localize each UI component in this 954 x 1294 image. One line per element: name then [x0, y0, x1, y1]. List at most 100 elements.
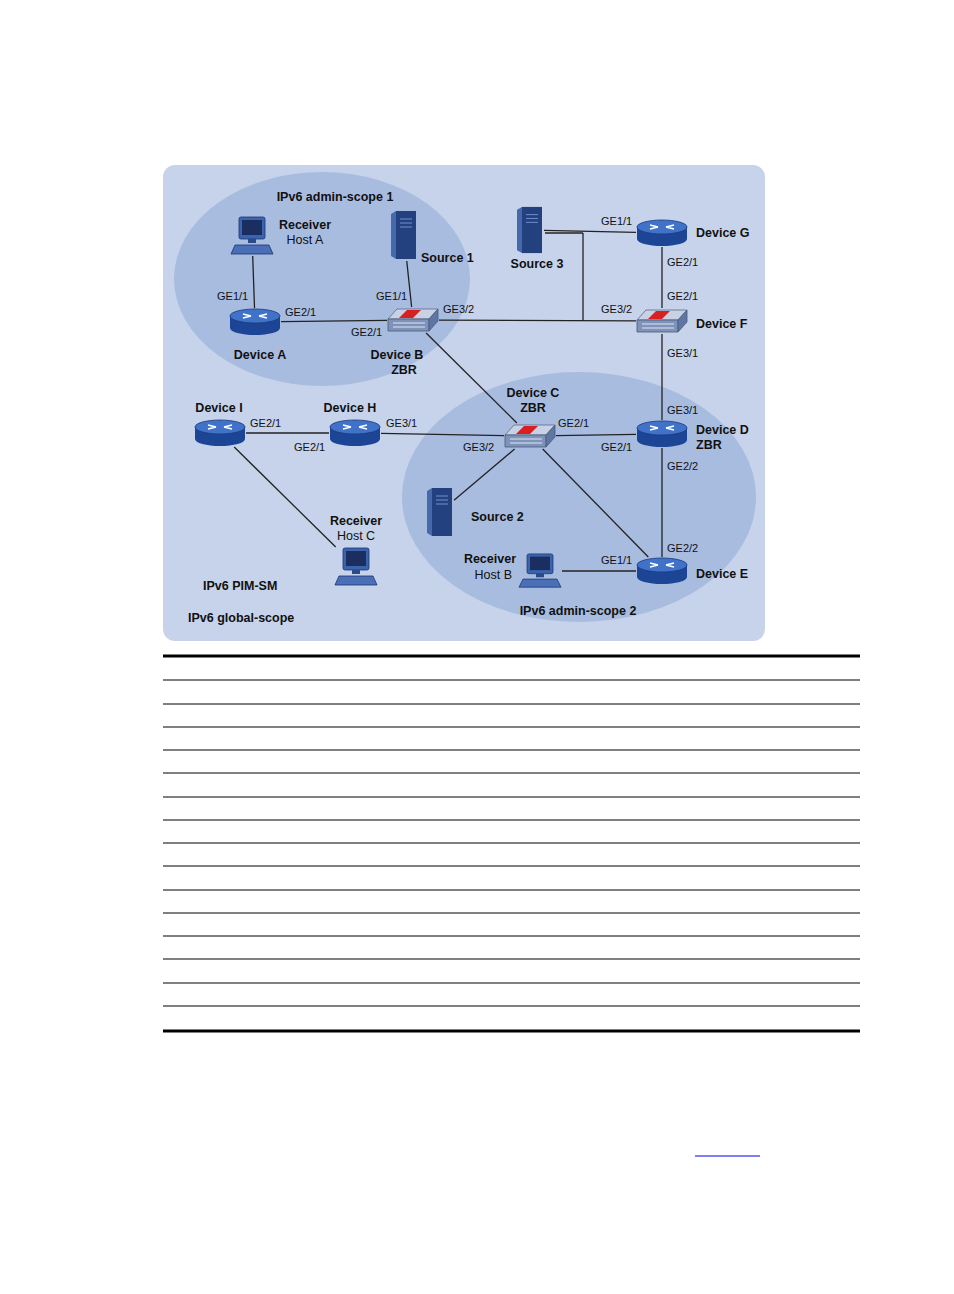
interface-label: GE1/1 — [601, 215, 632, 228]
interface-label: GE2/1 — [250, 417, 281, 430]
node-label: Host C — [337, 529, 375, 543]
router-icon — [329, 419, 381, 447]
lan-wire — [545, 232, 583, 233]
interface-label: GE1/1 — [376, 290, 407, 303]
host-node: ReceiverHost A — [230, 216, 274, 256]
interface-label: GE2/1 — [667, 290, 698, 303]
ellipse-icon — [402, 372, 756, 622]
node-label: Source 3 — [511, 257, 564, 271]
router-node: Device A — [229, 308, 281, 336]
network-link — [454, 449, 515, 500]
router-node: Device I — [194, 419, 246, 447]
ellipse-icon — [174, 172, 470, 386]
interface-label: GE2/1 — [601, 441, 632, 454]
interface-label: GE3/2 — [463, 441, 494, 454]
router-icon — [636, 420, 688, 448]
interface-label: GE2/1 — [351, 326, 382, 339]
node-label: Device E — [696, 567, 748, 581]
node-label: Device H — [324, 401, 377, 415]
network-link — [662, 448, 663, 557]
interface-label: GE2/1 — [667, 256, 698, 269]
router-node: Device G — [636, 219, 688, 247]
node-label: Host B — [474, 568, 512, 582]
scope-ellipse: IPv6 admin-scope 1ReceiverHost ASource 1… — [174, 172, 470, 386]
host-icon — [230, 216, 274, 256]
node-label: Device G — [696, 226, 750, 240]
interface-label: GE2/1 — [558, 417, 589, 430]
lan-stub — [582, 233, 583, 321]
server-icon — [516, 205, 544, 255]
node-label: Receiver — [330, 514, 382, 528]
switch-node: Device F — [636, 308, 688, 334]
network-link — [281, 320, 387, 321]
node-label: Device D — [696, 423, 749, 437]
network-link — [407, 261, 412, 307]
node-label: Receiver — [279, 218, 331, 232]
interface-label: GE2/1 — [294, 441, 325, 454]
router-node: Device H — [329, 419, 381, 447]
node-label: Device B — [371, 348, 424, 362]
server-node: Source 1 — [390, 209, 418, 261]
network-link — [544, 230, 636, 232]
scope-panel: IPv6 PIM-SM IPv6 global-scope IPv6 admin-s… — [163, 165, 765, 641]
network-link — [253, 256, 255, 308]
scope-label: IPv6 admin-scope 2 — [520, 604, 637, 618]
router-icon — [636, 557, 688, 585]
interface-label: GE3/1 — [667, 404, 698, 417]
server-node: Source 3 — [516, 205, 544, 255]
empty-table — [163, 656, 860, 1031]
interface-label: GE3/1 — [667, 347, 698, 360]
interface-label: GE2/1 — [285, 306, 316, 319]
node-label: Device I — [195, 401, 242, 415]
switch-icon — [636, 308, 688, 334]
interface-label: GE2/2 — [667, 542, 698, 555]
switch-node: Device CZBR — [504, 423, 556, 449]
scope-label: IPv6 global-scope — [188, 611, 294, 625]
network-link — [556, 434, 636, 435]
server-node: Source 2 — [426, 486, 454, 538]
node-label: Device C — [507, 386, 560, 400]
node-label: Source 1 — [421, 251, 474, 265]
router-icon — [636, 219, 688, 247]
network-link — [381, 433, 504, 435]
network-link — [246, 433, 329, 434]
interface-label: GE3/2 — [601, 303, 632, 316]
switch-icon — [504, 423, 556, 449]
node-label: ZBR — [520, 401, 546, 415]
server-icon — [390, 209, 418, 261]
interface-label: GE3/1 — [386, 417, 417, 430]
router-icon — [229, 308, 281, 336]
node-label: Device F — [696, 317, 747, 331]
switch-node: Device BZBR — [387, 307, 439, 333]
host-icon — [334, 547, 378, 587]
router-node: Device E — [636, 557, 688, 585]
host-node: ReceiverHost C — [334, 547, 378, 587]
server-icon — [426, 486, 454, 538]
node-label: ZBR — [391, 363, 417, 377]
interface-label: GE3/2 — [443, 303, 474, 316]
scope-label: IPv6 PIM-SM — [203, 579, 277, 593]
host-icon — [518, 553, 562, 589]
link-underline — [695, 1155, 760, 1156]
network-link — [662, 334, 663, 420]
interface-label: GE1/1 — [217, 290, 248, 303]
node-label: Host A — [287, 233, 324, 247]
node-label: Receiver — [464, 552, 516, 566]
network-link — [543, 449, 649, 557]
node-label: ZBR — [696, 438, 722, 452]
interface-label: GE1/1 — [601, 554, 632, 567]
network-link — [439, 320, 636, 322]
network-link — [562, 571, 636, 572]
network-link — [426, 333, 517, 423]
host-node: ReceiverHost B — [518, 553, 562, 589]
scope-ellipse: IPv6 admin-scope 2Device CZBRDevice DZBR… — [402, 372, 756, 622]
network-link — [234, 447, 335, 547]
node-label: Source 2 — [471, 510, 524, 524]
router-node: Device DZBR — [636, 420, 688, 448]
node-label: Device A — [234, 348, 286, 362]
interface-label: GE2/2 — [667, 460, 698, 473]
switch-icon — [387, 307, 439, 333]
